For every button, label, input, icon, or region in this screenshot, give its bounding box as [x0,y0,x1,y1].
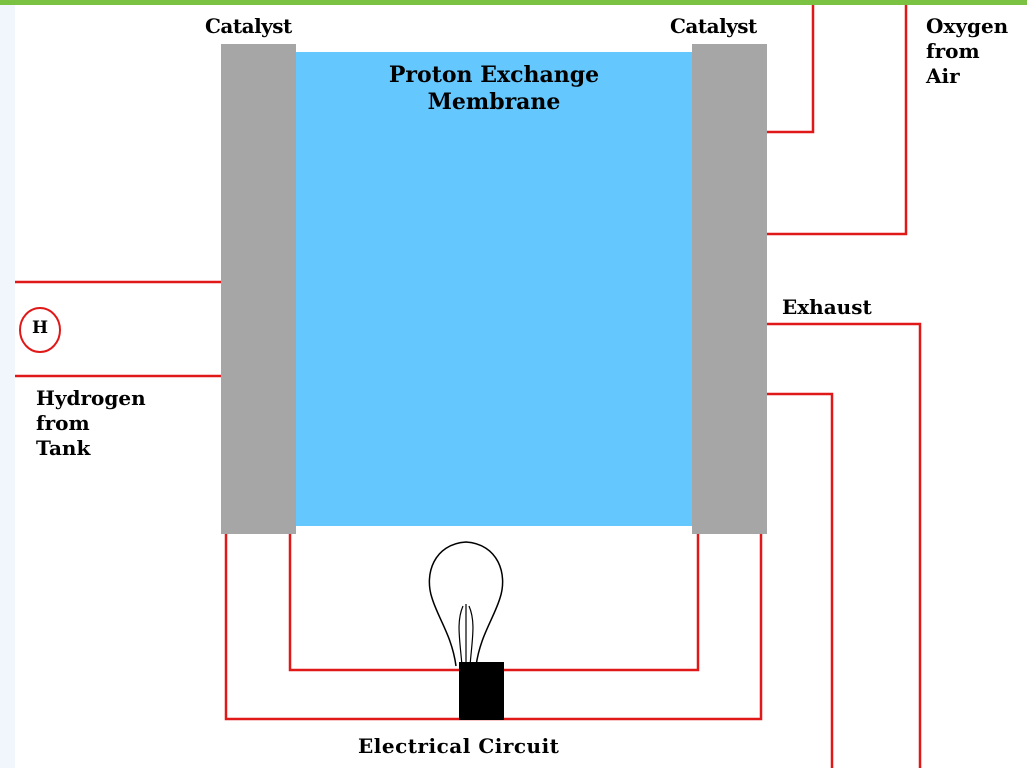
oxygen-label: Oxygen from Air [926,14,1009,88]
electrical-circuit-label: Electrical Circuit [358,734,560,758]
oxygen-line-outer [767,5,908,236]
oxygen-line-inner [767,5,815,134]
catalyst-left-plate [221,44,296,534]
membrane-label: Proton Exchange Membrane [388,62,600,115]
top-accent-bar [0,0,1027,5]
hydrogen-symbol: H [31,318,49,338]
hydrogen-source-label: Hydrogen from Tank [36,386,146,460]
catalyst-right-label: Catalyst [670,14,757,38]
left-edge-strip [0,0,15,768]
proton-exchange-membrane [296,52,692,526]
bulb-filament [458,604,474,667]
catalyst-right-plate [692,44,767,534]
exhaust-line-inner [767,392,834,768]
catalyst-left-label: Catalyst [205,14,292,38]
bulb-base [459,662,504,720]
exhaust-label: Exhaust [782,295,872,319]
exhaust-line-outer [767,322,922,768]
hydrogen-molecule-icon [19,307,61,353]
light-bulb-icon [428,541,504,720]
